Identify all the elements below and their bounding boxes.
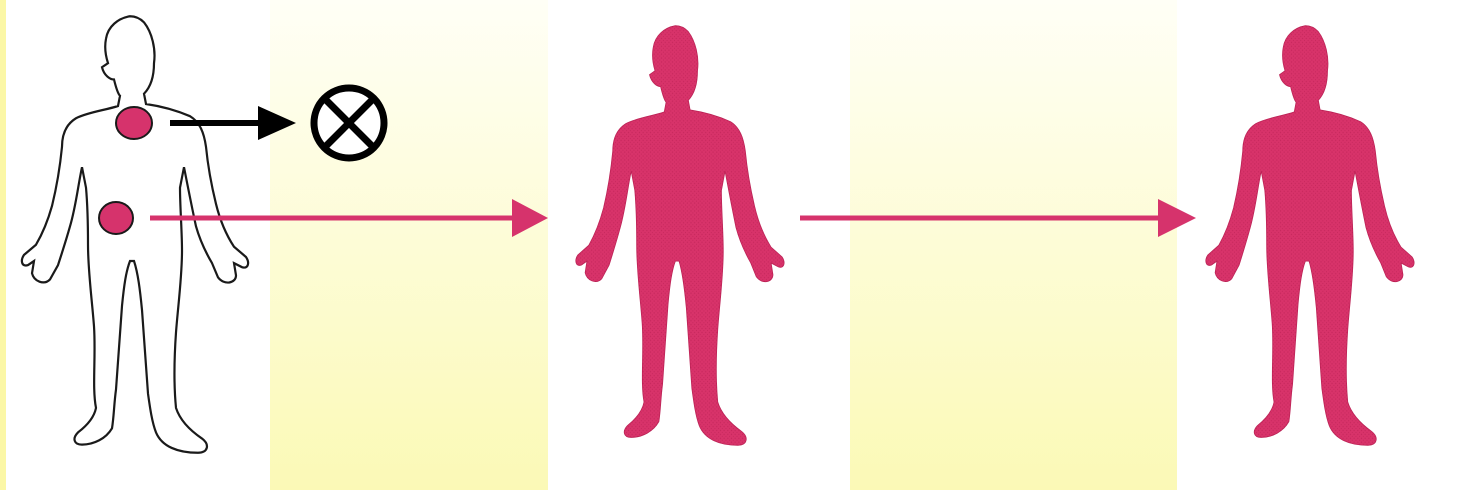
germ-line-arrow-2: [800, 199, 1196, 237]
parent-outline-figure: [22, 16, 248, 453]
circled-times-icon: [314, 88, 384, 158]
germ-cell: [99, 202, 133, 234]
offspring-figure-1: [576, 26, 784, 445]
offspring-figure-2: [1206, 26, 1414, 445]
body-cell: [116, 107, 152, 139]
